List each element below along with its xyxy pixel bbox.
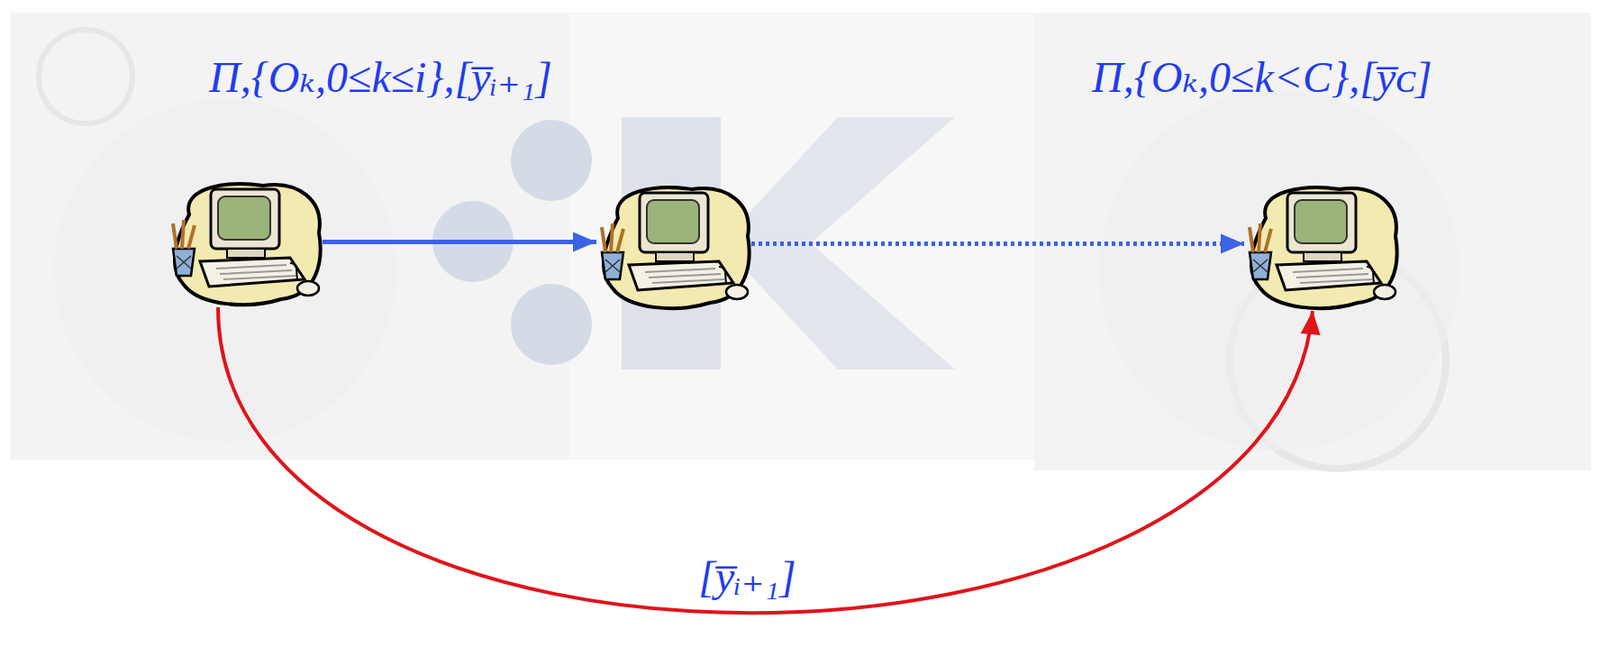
connector-line [751,241,1245,246]
computer-node: Π,{Oₖ,0≤k≤i},[y̅ᵢ₊₁] [163,178,327,310]
background-panel [569,12,1035,460]
connector-line [218,307,1313,613]
logo-dot [510,119,592,201]
arrow-head [1300,310,1321,336]
computer-node [592,181,755,313]
background-panel [10,12,570,460]
computer-icon [1240,181,1403,313]
computer-icon [163,178,327,310]
watermark-circle [38,29,133,124]
connector [218,307,1321,613]
watermark-circle [1099,90,1460,451]
connector [322,232,597,253]
background-panel [1034,12,1591,471]
arrow-head [572,232,597,253]
computer-icon [592,181,755,313]
node-heading: Π,{Oₖ,0≤k≤i},[y̅ᵢ₊₁] [209,52,553,102]
arrow-head [1220,234,1245,255]
connector [751,234,1245,255]
watermark-circle [54,99,397,442]
connector-line [322,239,597,245]
node-heading: Π,{Oₖ,0≤k<C},[y̅ᴄ] [1091,52,1433,102]
logo-dot [510,283,592,365]
edge-label: [y̅ᵢ₊₁] [692,551,801,601]
computer-node: Π,{Oₖ,0≤k<C},[y̅ᴄ] [1240,181,1403,313]
